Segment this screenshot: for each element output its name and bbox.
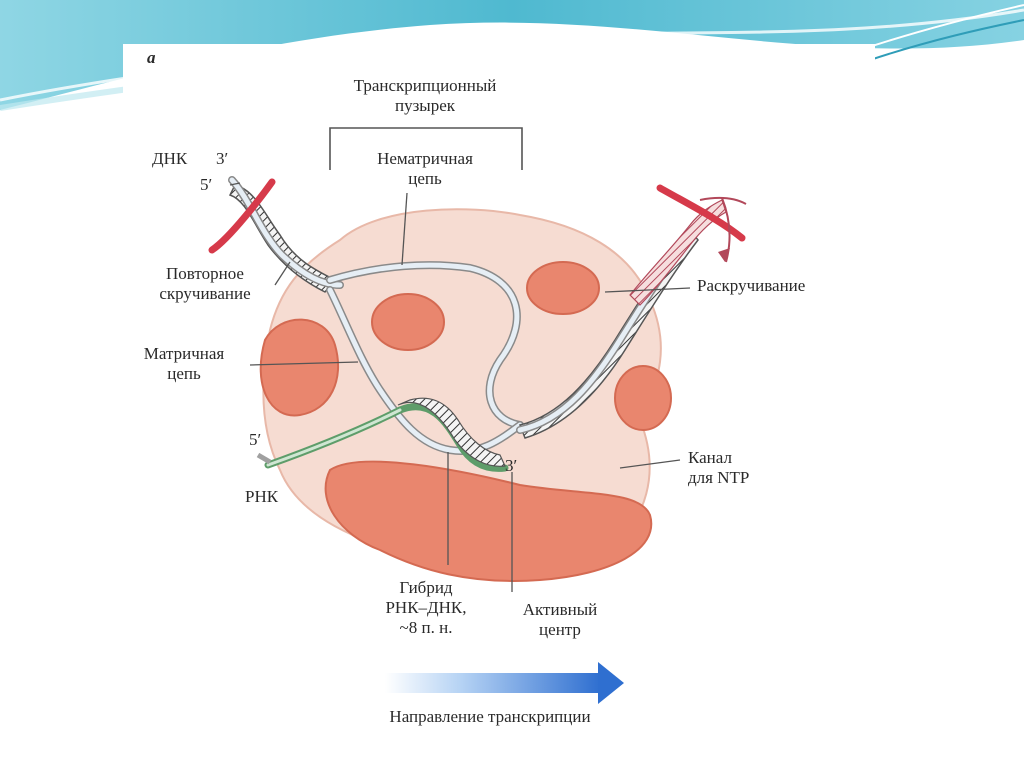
- hybrid-label-line3: ~8 п. н.: [352, 618, 500, 638]
- unwinding-label: Раскручивание: [697, 276, 805, 296]
- rna-label: РНК: [245, 487, 278, 507]
- active-center-line1: Активный: [490, 600, 630, 620]
- template-label-line2: цепь: [118, 364, 250, 384]
- nontemplate-label: Нематричная цепь: [325, 149, 525, 189]
- hybrid-label: Гибрид РНК–ДНК, ~8 п. н.: [352, 578, 500, 638]
- direction-label: Направление транскрипции: [320, 707, 660, 727]
- hybrid-label-line1: Гибрид: [352, 578, 500, 598]
- nontemplate-label-line2: цепь: [325, 169, 525, 189]
- bubble-label-line2: пузырек: [300, 96, 550, 116]
- rewinding-label: Повторное скручивание: [130, 264, 280, 304]
- dna-3-prime-label: 3′: [216, 149, 228, 169]
- transcription-direction-arrow: [385, 662, 624, 704]
- ntp-channel-line1: Канал: [688, 448, 749, 468]
- dna-label: ДНК: [152, 149, 187, 169]
- bubble-label: Транскрипционный пузырек: [300, 76, 550, 116]
- template-label-line1: Матричная: [118, 344, 250, 364]
- rna-5-prime-label: 5′: [249, 430, 261, 450]
- rewinding-label-line1: Повторное: [130, 264, 280, 284]
- ntp-channel-label: Канал для NTP: [688, 448, 749, 488]
- hybrid-label-line2: РНК–ДНК,: [352, 598, 500, 618]
- rewinding-label-line2: скручивание: [130, 284, 280, 304]
- ntp-channel-line2: для NTP: [688, 468, 749, 488]
- protein-lobe-center: [372, 294, 444, 350]
- protein-lobe-left: [261, 320, 338, 416]
- panel-letter: a: [147, 48, 156, 68]
- protein-lobe-right: [615, 366, 671, 430]
- protein-lobe-top: [527, 262, 599, 314]
- rna-3-prime-label: 3′: [505, 456, 517, 476]
- nontemplate-label-line1: Нематричная: [325, 149, 525, 169]
- dna-5-prime-label: 5′: [200, 175, 212, 195]
- active-center-line2: центр: [490, 620, 630, 640]
- template-strand-label: Матричная цепь: [118, 344, 250, 384]
- bubble-label-line1: Транскрипционный: [300, 76, 550, 96]
- active-center-label: Активный центр: [490, 600, 630, 640]
